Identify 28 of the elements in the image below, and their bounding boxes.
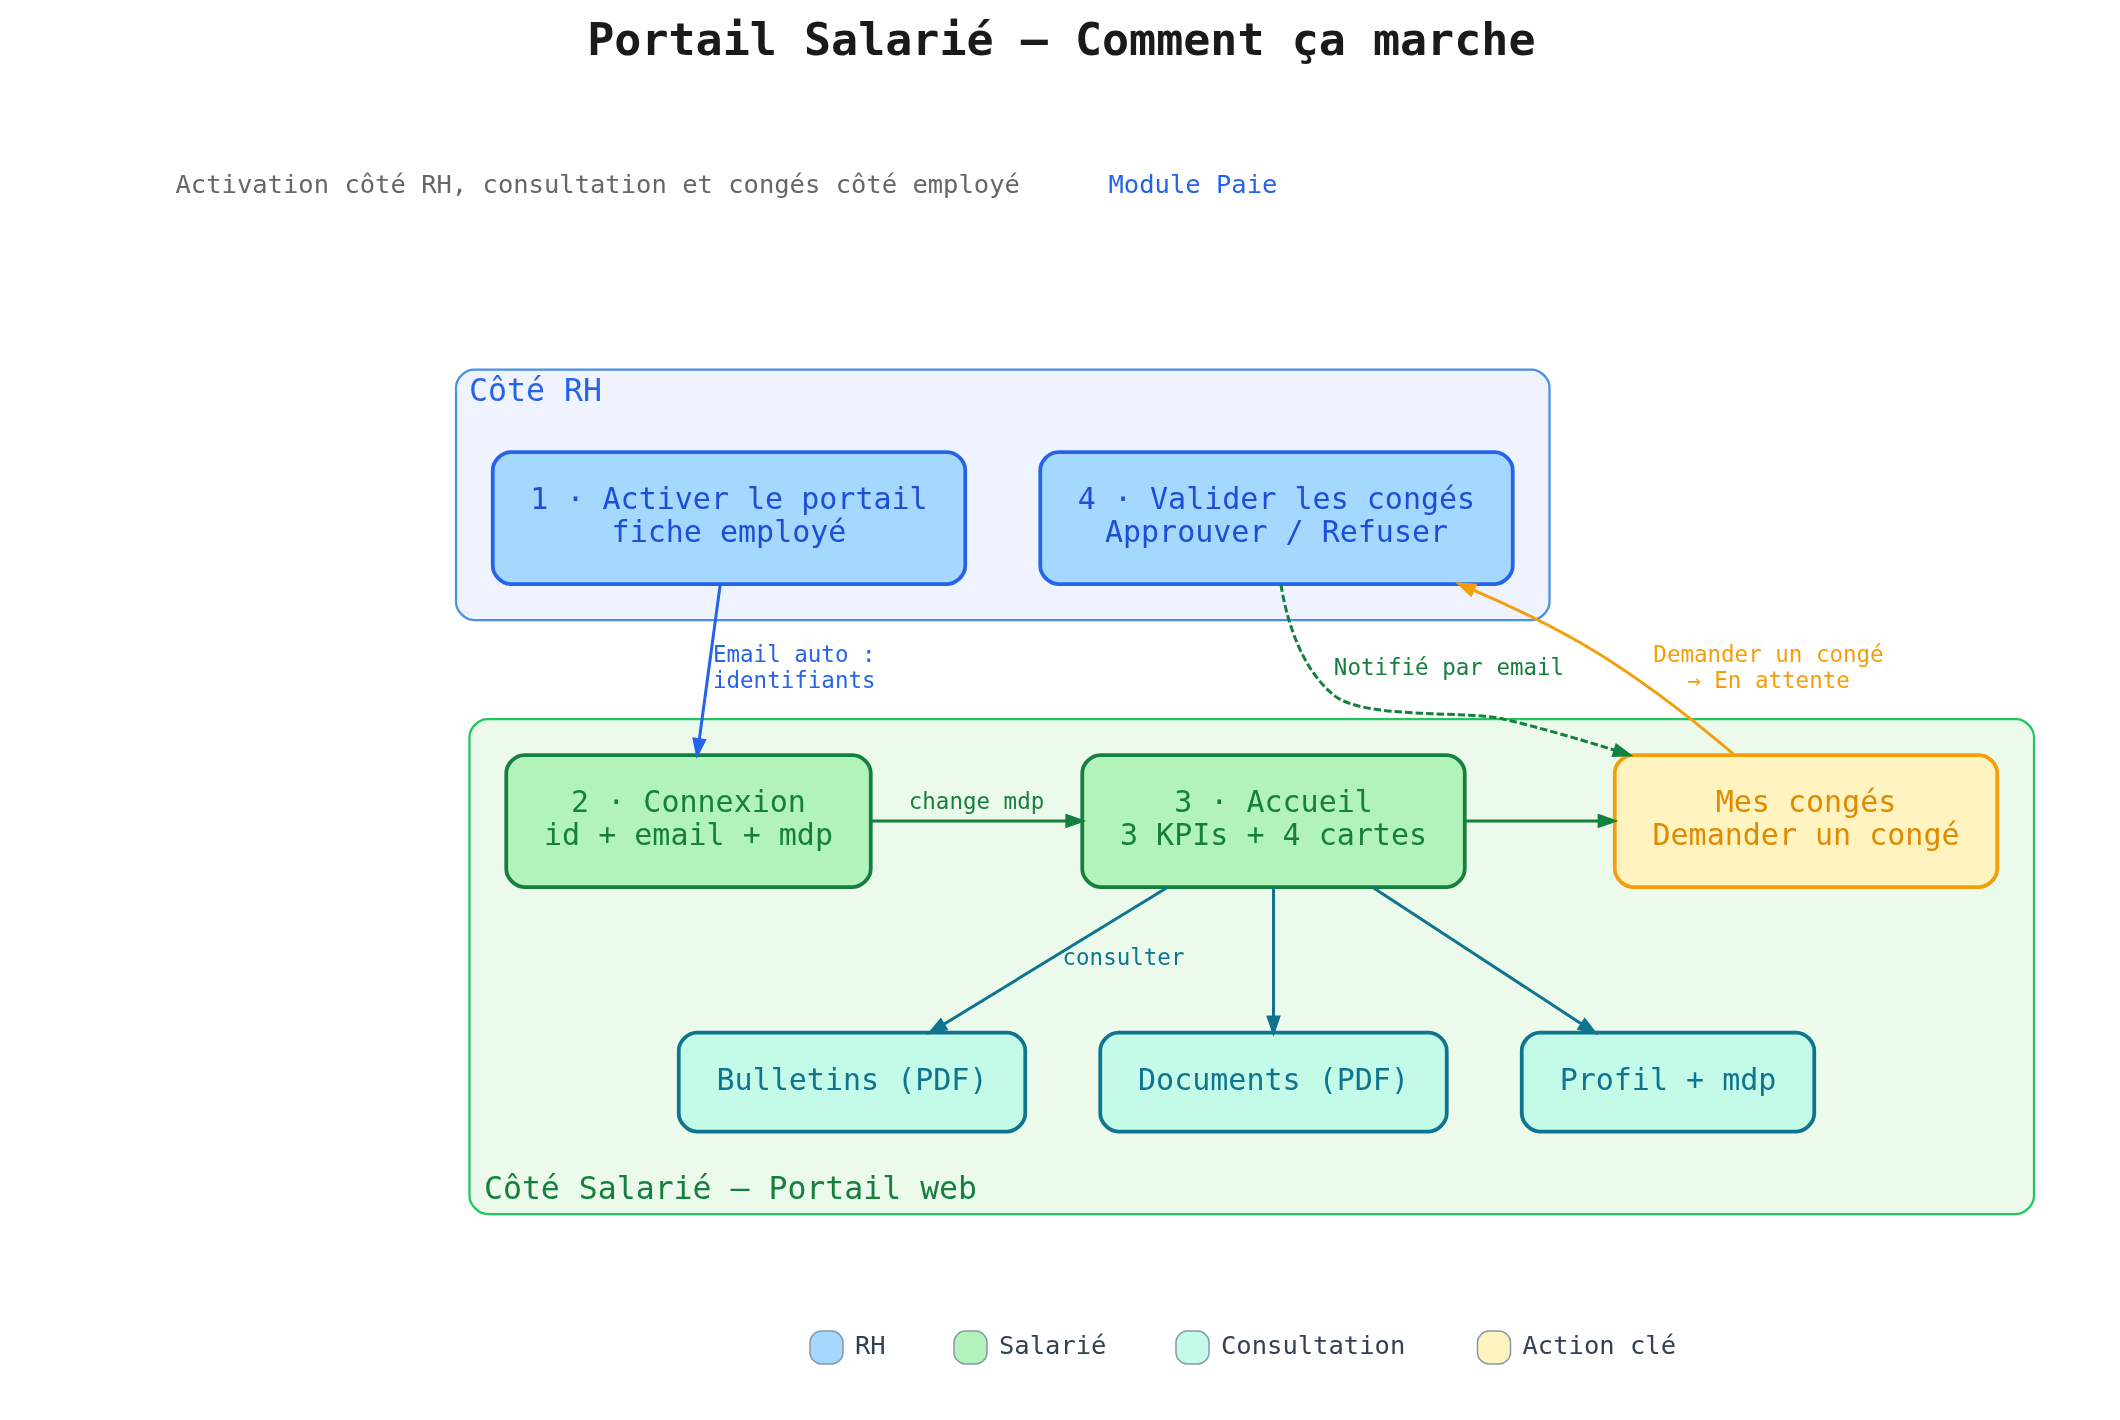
legend-label: RH <box>854 1329 886 1360</box>
label: Module Paie <box>1108 168 1277 199</box>
node-box: Documents (PDF) <box>1097 1030 1449 1134</box>
node-box: 1 · Activer le portail fiche employé <box>490 450 967 586</box>
legend-label: Salarié <box>998 1329 1106 1360</box>
node-box: Mes congés Demander un congé <box>1612 753 1999 889</box>
edge-label: Notifié par email <box>1333 653 1564 680</box>
arrow <box>1371 886 1598 1035</box>
edge-label: Email auto : identifiants <box>712 641 876 693</box>
edge-label: consulter <box>1062 944 1184 970</box>
node-box: Profil + mdp <box>1519 1030 1816 1134</box>
edge-label: change mdp <box>908 788 1044 814</box>
node-box: 2 · Connexion id + email + mdp <box>503 753 873 889</box>
arrow <box>1278 584 1634 757</box>
arrow <box>1454 582 1735 756</box>
node-box: 3 · Accueil 3 KPIs + 4 cartes <box>1079 753 1467 889</box>
label: Activation côté RH, consultation et congés côté employé <box>175 168 1020 199</box>
edge-label: Demander un congé → En attente <box>1652 641 1884 693</box>
arrow <box>691 584 722 760</box>
legend-label: Consultation <box>1220 1329 1405 1360</box>
arrow <box>1265 887 1281 1037</box>
arrow <box>1464 813 1619 829</box>
arrow <box>870 813 1086 829</box>
arrow <box>926 886 1168 1035</box>
diagram-title: Portail Salarié — Comment ça marche <box>586 12 1535 66</box>
legend-label: Action clé <box>1522 1329 1676 1360</box>
node-box: Bulletins (PDF) <box>676 1030 1027 1134</box>
node-box: 4 · Valider les congés Approuver / Refuser <box>1037 450 1515 586</box>
